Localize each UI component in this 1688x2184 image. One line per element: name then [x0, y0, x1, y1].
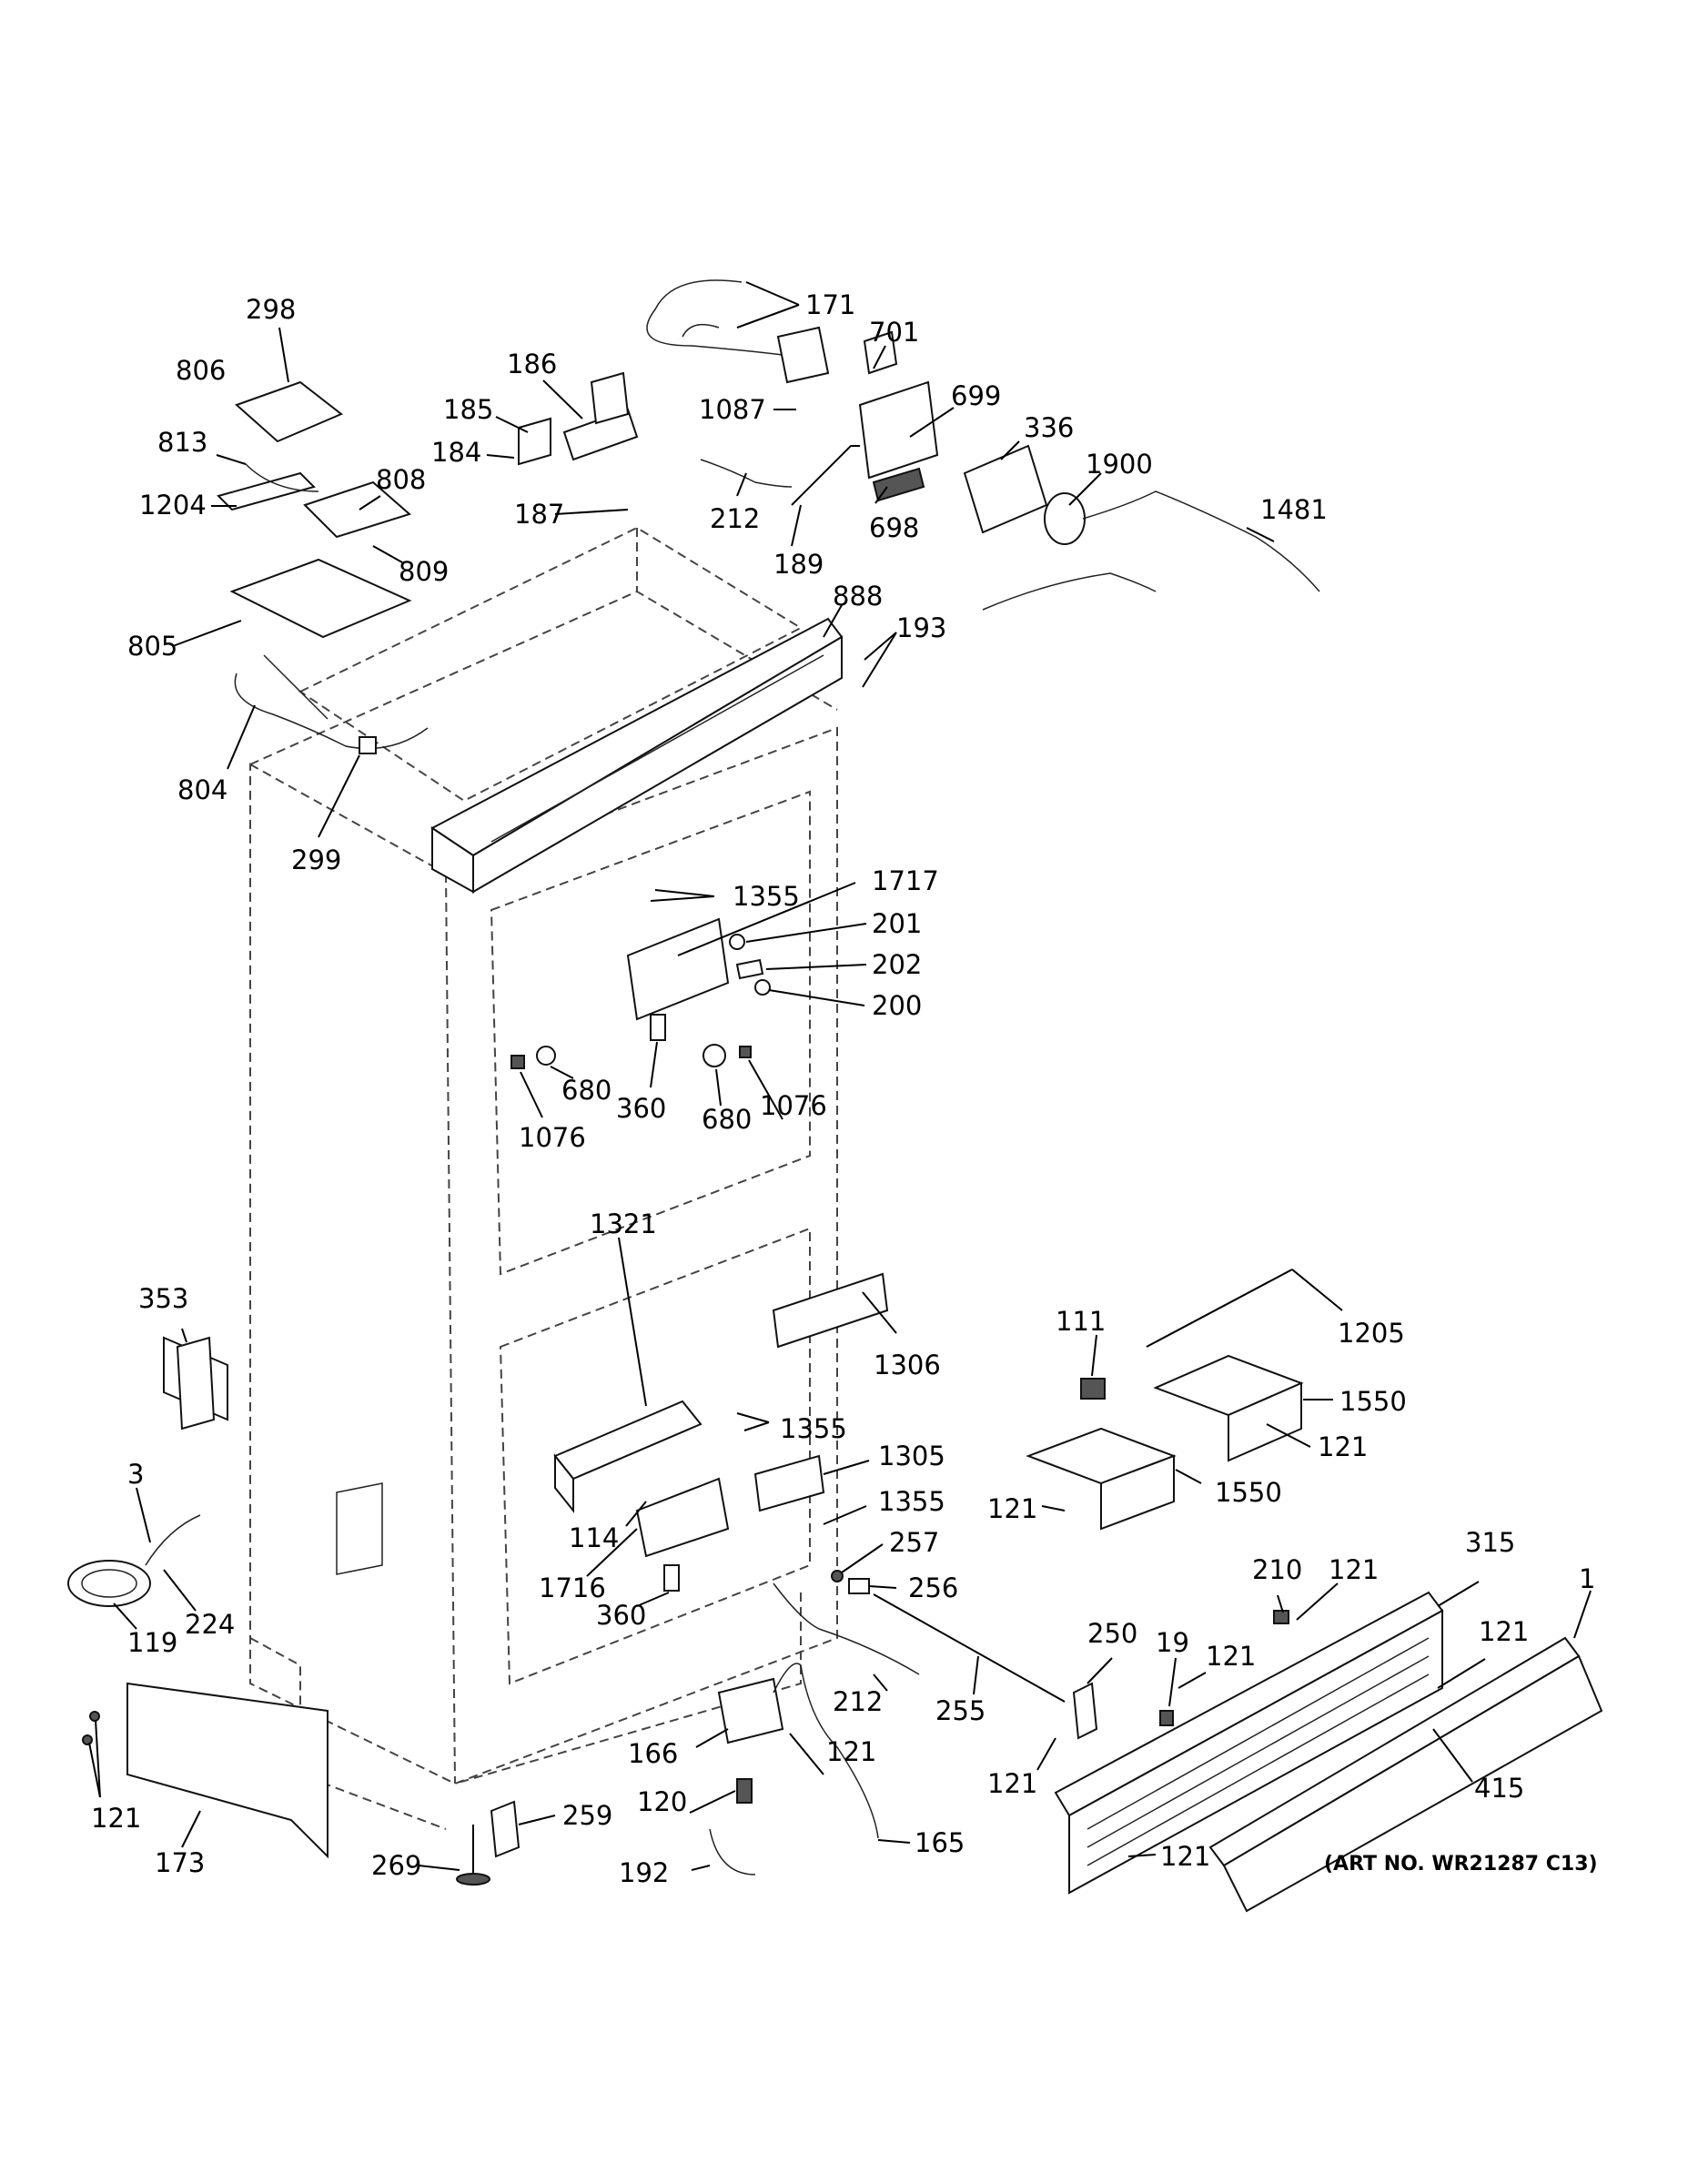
control-boards	[217, 380, 429, 754]
callout-121-f: 121	[826, 1736, 876, 1767]
damper-assembly-lower	[553, 1272, 889, 1594]
callout-1204: 1204	[139, 490, 207, 521]
callout-212-bottom: 212	[833, 1686, 883, 1717]
callout-315: 315	[1465, 1527, 1515, 1558]
callout-415: 415	[1474, 1773, 1524, 1804]
callout-111: 111	[1056, 1306, 1106, 1337]
water-valve-assembly	[646, 279, 939, 506]
callout-680-a: 680	[561, 1075, 612, 1106]
callout-1717: 1717	[872, 865, 939, 896]
callout-259: 259	[562, 1800, 612, 1831]
left-side-parts	[67, 1336, 329, 1859]
cabinet-outline	[249, 526, 838, 1830]
callout-256: 256	[908, 1572, 958, 1603]
callout-1076-b: 1076	[760, 1090, 827, 1121]
callout-173: 173	[155, 1847, 205, 1878]
callout-269: 269	[371, 1850, 421, 1881]
callout-119: 119	[127, 1627, 177, 1658]
callout-1900: 1900	[1086, 449, 1153, 480]
callout-1550-b: 1550	[1215, 1477, 1282, 1508]
leader-lines	[88, 281, 1592, 1871]
callout-189: 189	[773, 549, 824, 580]
callout-212-top: 212	[710, 503, 760, 534]
callout-360-a: 360	[616, 1093, 666, 1124]
bottom-center-parts	[456, 1582, 1066, 1886]
callout-3: 3	[127, 1459, 144, 1490]
callout-121-i: 121	[91, 1803, 141, 1834]
callout-121-c: 121	[1329, 1554, 1379, 1585]
filter-assembly	[963, 444, 1320, 611]
callout-121-g: 121	[987, 1768, 1037, 1799]
right-upper-parts	[1026, 1269, 1304, 1531]
callout-185: 185	[443, 394, 493, 425]
callout-360-b: 360	[596, 1600, 646, 1631]
callout-labels: 298 806 813 1204 808 809 805 804 299 186…	[91, 289, 1598, 1888]
callout-808: 808	[376, 464, 426, 495]
callout-1306: 1306	[874, 1350, 941, 1380]
callout-201: 201	[872, 908, 922, 939]
callout-193: 193	[896, 612, 946, 643]
callout-1087: 1087	[699, 394, 766, 425]
callout-1076-a: 1076	[519, 1122, 586, 1153]
callout-121-b: 121	[987, 1493, 1037, 1524]
callout-121-d: 121	[1206, 1641, 1256, 1672]
callout-806: 806	[176, 355, 226, 386]
damper-assembly-upper	[510, 917, 771, 1069]
callout-1: 1	[1579, 1563, 1595, 1594]
callout-1305: 1305	[878, 1441, 945, 1471]
callout-121-e: 121	[1479, 1616, 1529, 1647]
callout-336: 336	[1024, 412, 1074, 443]
callout-809: 809	[399, 556, 449, 587]
top-housing-888	[430, 617, 844, 894]
callout-250: 250	[1087, 1618, 1137, 1649]
callout-680-b: 680	[702, 1104, 752, 1135]
callout-210: 210	[1252, 1554, 1302, 1585]
brackets-185-186	[518, 371, 639, 466]
callout-701: 701	[869, 317, 919, 348]
callout-1481: 1481	[1260, 494, 1328, 525]
callout-224: 224	[185, 1609, 235, 1640]
callout-299: 299	[291, 844, 341, 875]
callout-165: 165	[915, 1827, 965, 1858]
callout-257: 257	[889, 1527, 939, 1558]
callout-120: 120	[637, 1786, 687, 1817]
callout-1355-c: 1355	[878, 1486, 945, 1517]
callout-1716: 1716	[539, 1572, 606, 1603]
callout-19: 19	[1156, 1627, 1189, 1658]
callout-121-h: 121	[1160, 1841, 1210, 1872]
art-number: (ART NO. WR21287 C13)	[1324, 1853, 1598, 1876]
kickplate-grille	[1054, 1591, 1603, 1913]
callout-805: 805	[127, 631, 177, 662]
callout-1321: 1321	[590, 1208, 657, 1239]
callout-187: 187	[514, 499, 564, 530]
callout-298: 298	[246, 294, 296, 325]
callout-121-a: 121	[1318, 1431, 1368, 1462]
callout-813: 813	[157, 427, 207, 458]
callout-200: 200	[872, 990, 922, 1021]
callout-192: 192	[619, 1857, 669, 1888]
callout-698: 698	[869, 512, 919, 543]
callout-114: 114	[569, 1522, 619, 1553]
callout-184: 184	[431, 437, 481, 468]
callout-1205: 1205	[1338, 1318, 1405, 1349]
callout-1355-b: 1355	[780, 1413, 847, 1444]
callout-888: 888	[833, 581, 883, 612]
callout-1355-a: 1355	[733, 881, 800, 912]
callout-166: 166	[628, 1738, 678, 1769]
callout-255: 255	[935, 1695, 986, 1726]
callout-1550-a: 1550	[1339, 1386, 1407, 1417]
callout-202: 202	[872, 949, 922, 980]
callout-804: 804	[177, 774, 227, 805]
callout-353: 353	[138, 1283, 188, 1314]
callout-171: 171	[805, 289, 855, 320]
callout-699: 699	[951, 380, 1001, 411]
callout-186: 186	[507, 349, 557, 379]
